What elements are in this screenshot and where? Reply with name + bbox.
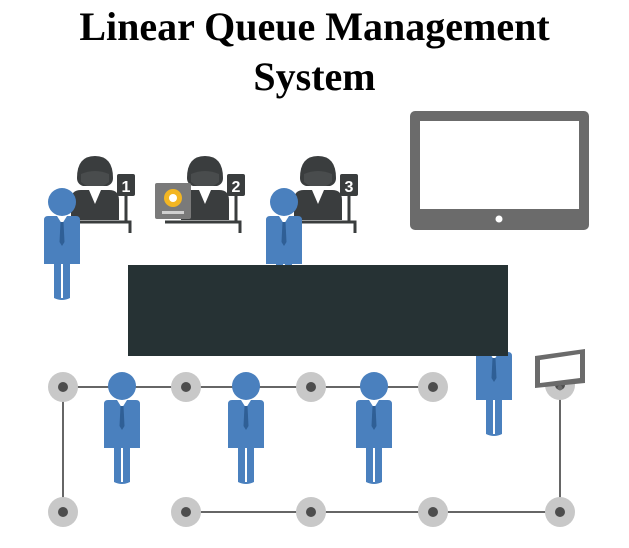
service-counter	[128, 265, 508, 356]
counter-sign-2: 2	[227, 174, 245, 222]
stanchion-post-icon	[418, 372, 448, 402]
stanchion-post-icon	[296, 497, 326, 527]
ticket-dispenser-icon	[155, 183, 191, 219]
counter-number: 3	[345, 179, 354, 196]
stanchion-post-icon	[48, 497, 78, 527]
agent-icon	[294, 156, 342, 220]
title-line-1: Linear Queue Management	[79, 4, 550, 49]
stanchion-post-icon	[48, 372, 78, 402]
customer-icon	[43, 187, 81, 301]
display-monitor-icon	[410, 111, 589, 230]
counter-sign-1: 1	[117, 174, 135, 222]
customer-icon	[103, 371, 141, 485]
agent-icon	[71, 156, 119, 220]
counter-number: 2	[232, 179, 241, 196]
stanchion-post-icon	[296, 372, 326, 402]
diagram-title: Linear Queue Management System	[0, 2, 629, 102]
customer-icon	[227, 371, 265, 485]
stanchion-post-icon	[171, 497, 201, 527]
counter-sign-3: 3	[340, 174, 358, 222]
customer-icon	[355, 371, 393, 485]
stanchion-post-icon	[418, 497, 448, 527]
stanchion-post-icon	[545, 497, 575, 527]
stanchion-post-icon	[171, 372, 201, 402]
service-desks	[50, 220, 357, 233]
queue-screen-icon	[535, 349, 585, 391]
counter-number: 1	[122, 179, 131, 196]
title-line-2: System	[253, 54, 376, 99]
